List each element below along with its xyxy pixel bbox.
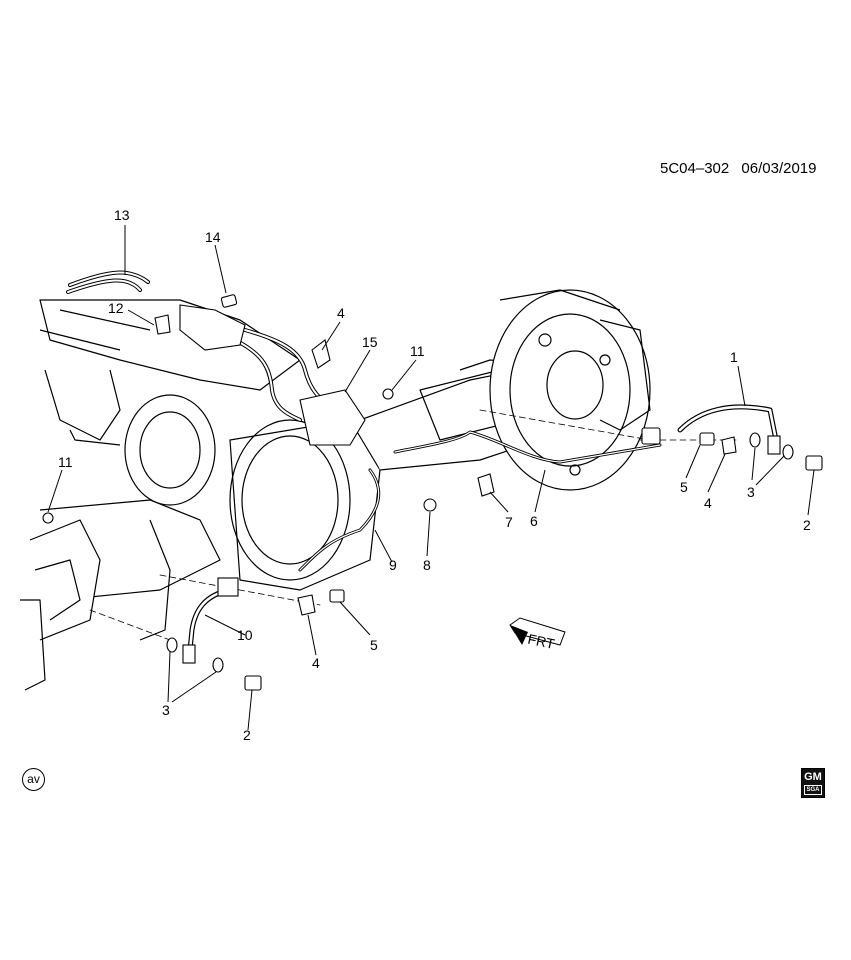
callout-10: 10 [237, 627, 253, 643]
reference-code: 5C04–302 [660, 160, 730, 177]
callout-5: 5 [370, 637, 378, 653]
callout-6: 6 [530, 513, 538, 529]
callout-4: 4 [704, 495, 712, 511]
axle-housing-drawing [20, 289, 651, 691]
callout-11: 11 [58, 454, 73, 470]
callout-3: 3 [162, 702, 170, 718]
gm-logo: GM SGA [801, 768, 825, 798]
callout-12: 12 [108, 300, 124, 316]
callout-1: 1 [730, 349, 738, 365]
callout-5: 5 [680, 479, 688, 495]
callout-13: 13 [114, 207, 130, 223]
callout-4: 4 [337, 305, 345, 321]
callout-7: 7 [505, 514, 513, 530]
callout-3: 3 [747, 484, 755, 500]
callout-4: 4 [312, 655, 320, 671]
drawing-reference: 5C04–302 06/03/2019 [660, 160, 816, 177]
hardware-parts [42, 294, 823, 691]
callout-11: 11 [410, 343, 425, 359]
callout-2: 2 [803, 517, 811, 533]
direction-label: FRT [526, 631, 556, 652]
av-badge: av [22, 768, 45, 791]
callout-9: 9 [389, 557, 397, 573]
callout-15: 15 [362, 334, 378, 350]
callout-labels: 1 2 2 3 3 4 4 4 5 5 6 7 8 9 10 11 11 12 … [58, 207, 811, 743]
leader-lines [47, 225, 815, 731]
drawing-date: 06/03/2019 [741, 160, 817, 177]
gm-logo-subtext: SGA [804, 785, 822, 795]
gm-logo-text: GM [804, 771, 822, 783]
callout-14: 14 [205, 229, 221, 245]
front-direction-arrow: FRT [509, 617, 566, 652]
callout-8: 8 [423, 557, 431, 573]
callout-2: 2 [243, 727, 251, 743]
